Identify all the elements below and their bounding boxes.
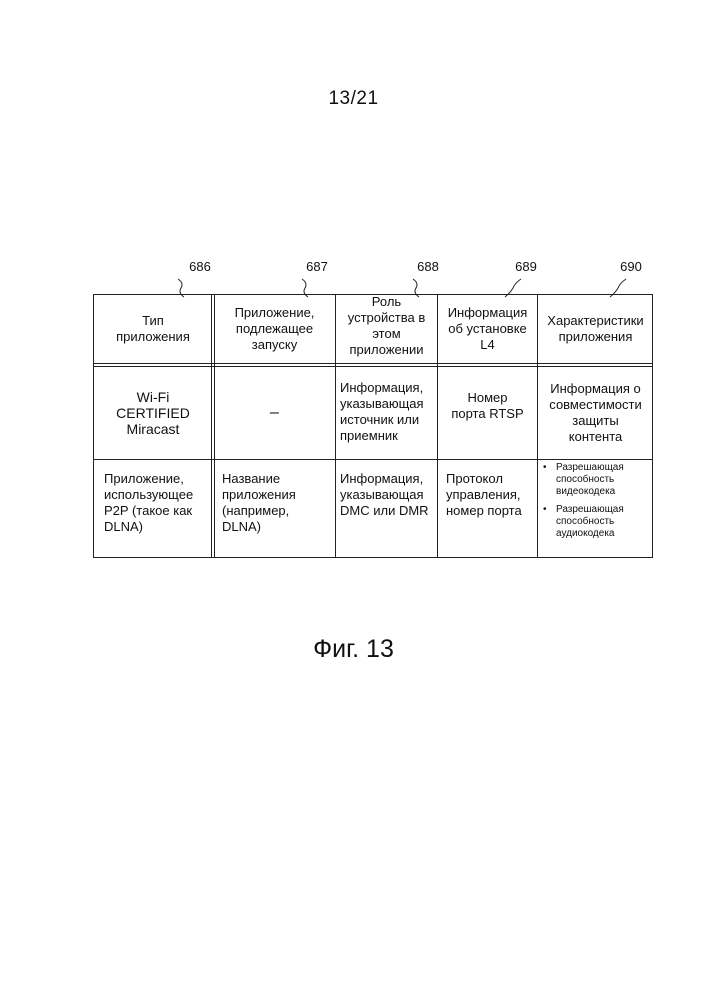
row2-app-type-text: Приложение, использующее P2P (такое как … [104, 471, 193, 535]
ref-689: 689 [506, 260, 546, 274]
row1-app-to-launch-text: – [270, 405, 279, 421]
row2-characteristics: Разрешающая способность видеокодека Разр… [538, 462, 653, 557]
row1-l4-info-text: Номер порта RTSP [451, 390, 523, 422]
row1-app-type: Wi-Fi CERTIFIED Miracast [94, 366, 212, 459]
row1-device-role-text: Информация, указывающая источник или при… [340, 380, 424, 444]
row-divider [94, 459, 652, 460]
list-item: Разрешающая способность видеокодека [538, 462, 624, 498]
page-number: 13/21 [0, 88, 707, 110]
header-app-to-launch: Приложение, подлежащее запуску [214, 295, 335, 363]
ref-687: 687 [297, 260, 337, 274]
row2-app-to-launch-text: Название приложения (например, DLNA) [222, 471, 296, 535]
header-device-role: Роль устройства в этом приложении [336, 289, 437, 363]
ref-688: 688 [408, 260, 448, 274]
row1-characteristics-text: Информация о совместимости защиты контен… [549, 381, 641, 445]
figure-caption: Фиг. 13 [0, 635, 707, 664]
row2-l4-info-text: Протокол управления, номер порта [446, 471, 522, 519]
row2-characteristics-list: Разрешающая способность видеокодека Разр… [538, 462, 624, 546]
ref-686: 686 [180, 260, 220, 274]
row2-app-type: Приложение, использующее P2P (такое как … [104, 471, 212, 557]
header-characteristics: Характеристики приложения [538, 295, 653, 363]
header-l4-info: Информация об установке L4 [438, 295, 537, 363]
ref-690: 690 [611, 260, 651, 274]
row2-l4-info: Протокол управления, номер порта [446, 471, 537, 557]
row1-device-role: Информация, указывающая источник или при… [340, 380, 437, 459]
row2-app-to-launch: Название приложения (например, DLNA) [222, 471, 335, 557]
row1-app-to-launch: – [214, 366, 335, 459]
row1-l4-info: Номер порта RTSP [438, 366, 537, 446]
header-app-to-launch-text: Приложение, подлежащее запуску [235, 305, 315, 353]
header-app-type: Тип приложения [94, 295, 212, 363]
row2-device-role-text: Информация, указывающая DMC или DMR [340, 471, 429, 519]
header-characteristics-text: Характеристики приложения [547, 313, 643, 345]
list-item: Разрешающая способность аудиокодека [538, 504, 624, 540]
row1-app-type-text: Wi-Fi CERTIFIED Miracast [116, 389, 190, 437]
application-info-table: Тип приложения Приложение, подлежащее за… [93, 294, 653, 558]
row1-characteristics: Информация о совместимости защиты контен… [538, 366, 653, 459]
row2-device-role: Информация, указывающая DMC или DMR [340, 471, 437, 557]
header-l4-info-text: Информация об установке L4 [448, 305, 528, 353]
header-app-type-text: Тип приложения [116, 313, 190, 345]
header-device-role-text: Роль устройства в этом приложении [348, 294, 426, 358]
